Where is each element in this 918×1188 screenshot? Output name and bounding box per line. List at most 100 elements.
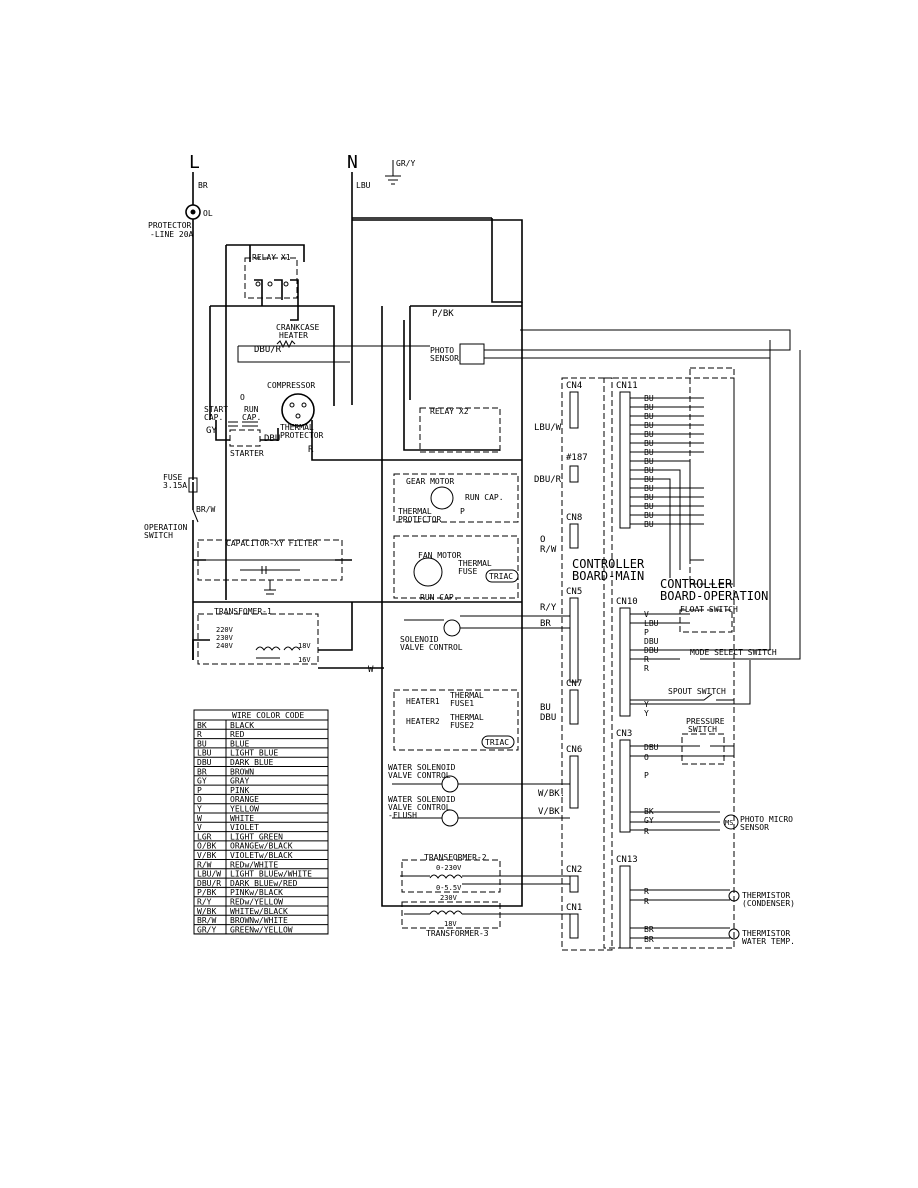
color-code-abbr: GY <box>197 777 207 786</box>
color-code-name: YELLOW <box>230 805 259 814</box>
cn3-wire-4: P <box>644 771 649 780</box>
color-code-abbr: BK <box>197 721 207 730</box>
water-solenoid-flush-symbol <box>441 809 459 827</box>
cn13-wire-3: R <box>644 887 649 896</box>
color-code-name: GRAY <box>230 777 249 786</box>
color-code-name: BROWNw/WHITE <box>230 916 288 925</box>
transformer1-label: TRANSFOMER-1 <box>214 607 272 616</box>
triac-2 <box>481 735 515 749</box>
ground-symbol <box>385 160 401 185</box>
color-code-name: VIOLET <box>230 823 259 832</box>
controller-operation-box <box>689 367 735 585</box>
spout-switch-label: SPOUT SWITCH <box>668 687 726 696</box>
color-code-abbr: P <box>197 786 202 795</box>
p-bk-label: P/BK <box>432 309 454 319</box>
thermistor-condenser-symbol <box>728 890 740 902</box>
gy-wire-label: GY <box>206 426 217 436</box>
cn4-label: CN4 <box>566 381 582 391</box>
t2-v1: 0-230V <box>436 864 462 872</box>
r-y-label: R/Y <box>540 603 557 613</box>
color-code-name: LIGHT BLUE <box>230 749 278 758</box>
color-code-abbr: BR <box>197 767 207 776</box>
float-switch-label: FLOAT SWITCH <box>680 605 738 614</box>
color-code-name: BLUE <box>230 739 249 748</box>
color-code-abbr: Y <box>197 805 202 814</box>
cn10-label: CN10 <box>616 597 638 607</box>
compressor-symbol <box>281 393 315 427</box>
color-code-abbr: V/BK <box>197 851 216 860</box>
r-w-label: R/W <box>540 545 557 555</box>
color-code-name: WHITE <box>230 814 254 823</box>
cn3-wire-8: GY <box>644 816 654 825</box>
cn3-label: CN3 <box>616 729 632 739</box>
heater1-label: HEATER1 <box>406 697 440 706</box>
color-code-abbr: BR/W <box>197 916 216 925</box>
o-wire-label: O <box>240 393 245 402</box>
thermistor-condenser-label: THERMISTOR(CONDENSER) <box>742 891 795 908</box>
color-code-abbr: GR/Y <box>197 925 216 934</box>
color-code-name: DARK BLUEw/RED <box>230 879 298 888</box>
triac-1 <box>485 569 519 583</box>
cn10-wire-7: R <box>644 664 649 673</box>
t1-v3: 240V <box>216 642 234 650</box>
color-code-abbr: R <box>197 730 202 739</box>
cn3-wire-10: R <box>644 827 649 836</box>
color-code-name: GREENw/YELLOW <box>230 925 293 934</box>
o-label-cn8: O <box>540 535 545 545</box>
t1-v1: 220V <box>216 626 234 634</box>
gear-run-cap-label: RUN CAP. <box>465 493 504 502</box>
br-label: BR <box>540 619 551 629</box>
ol-label: OL <box>203 209 213 218</box>
controller-main-box <box>561 377 613 951</box>
color-code-name: ORANGE <box>230 795 259 804</box>
protector-label: PROTECTOR-LINE 20A <box>148 221 194 239</box>
t1-v5: 16V <box>298 656 311 664</box>
fan-motor-label: FAN MOTOR <box>418 551 462 560</box>
j187-label: #187 <box>566 453 588 463</box>
color-code-abbr: W <box>197 814 202 823</box>
p-wire-label: P <box>460 507 465 516</box>
fan-motor-symbol <box>413 557 443 587</box>
ground-label: GR/Y <box>396 159 415 168</box>
gear-motor-label: GEAR MOTOR <box>406 477 454 486</box>
fan-motor-box <box>393 535 519 599</box>
cn3-wire-1: DBU <box>644 743 659 752</box>
color-code-title: WIRE COLOR CODE <box>232 711 304 720</box>
color-code-abbr: W/BK <box>197 907 216 916</box>
color-code-name: ORANGEw/BLACK <box>230 842 293 851</box>
lbu-w-label: LBU/W <box>534 423 562 433</box>
v-bk-label: V/BK <box>538 807 560 817</box>
controller-operation-outline <box>603 377 735 949</box>
gear-motor-box <box>393 473 519 523</box>
br-w-label: BR/W <box>196 505 215 514</box>
triac-label-1: TRIAC <box>489 572 513 581</box>
color-code-abbr: BU <box>197 739 207 748</box>
solenoid-symbol <box>443 619 461 637</box>
transformer3-label: TRANSFORMER-3 <box>426 929 489 938</box>
line-n-label: N <box>347 152 358 173</box>
dbu-wire-label: DBU <box>264 434 280 444</box>
color-code-abbr: DBU <box>197 758 212 767</box>
t2-v2: 0-5.5V <box>436 884 462 892</box>
color-code-abbr: R/W <box>197 860 212 869</box>
cn10-wire-12: Y <box>644 709 649 718</box>
cn10-wire-3: P <box>644 628 649 637</box>
color-code-name: LIGHT GREEN <box>230 832 283 841</box>
color-code-abbr: LBU/W <box>197 870 221 879</box>
transformer3-box <box>401 901 501 929</box>
color-code-name: PINKw/BLACK <box>230 888 283 897</box>
